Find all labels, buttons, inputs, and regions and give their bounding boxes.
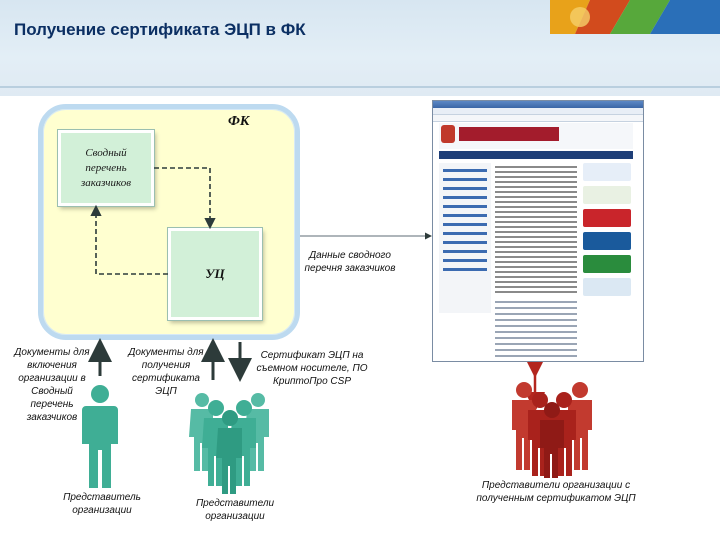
browser-titlebar xyxy=(433,101,643,108)
rep-single-label: Представитель организации xyxy=(63,492,141,516)
rep-group-label: Представители организации xyxy=(195,498,275,522)
person-group-icon xyxy=(189,393,269,494)
site-news-list xyxy=(495,297,577,357)
person-icon xyxy=(82,385,118,488)
person-group-red-icon xyxy=(512,382,592,478)
site-banner-title xyxy=(459,127,559,141)
header-band xyxy=(0,0,720,96)
site-main-text xyxy=(495,163,577,293)
cert-media-label: Сертификат ЭЦП на съемном носителе, ПО К… xyxy=(256,350,368,387)
page-title: Получение сертификата ЭЦП в ФК xyxy=(14,20,306,39)
fk-label: ФК xyxy=(228,114,250,129)
svod-perechen-label: Сводный перечень заказчиков xyxy=(80,146,132,189)
uc-label: УЦ xyxy=(205,266,225,281)
site-sidebar xyxy=(439,163,491,313)
browser-toolbar xyxy=(433,108,643,115)
site-nav xyxy=(439,151,633,159)
svod-perechen-box: Сводный перечень заказчиков xyxy=(57,129,155,207)
data-svod-label: Данные сводного перечня заказчиков xyxy=(304,250,396,274)
docs-certificate-label: Документы для получения сертификата ЭЦП xyxy=(128,347,204,397)
browser-address-bar xyxy=(433,115,643,122)
rep-with-cert-label: Представители организации с полученным с… xyxy=(476,480,636,504)
website-screenshot xyxy=(432,100,644,362)
uc-box: УЦ xyxy=(167,227,263,321)
emblem-icon xyxy=(441,125,455,143)
docs-inclusion-label: Документы для включения организации в Св… xyxy=(14,347,90,423)
header-decoration xyxy=(550,0,720,34)
header-divider xyxy=(0,86,720,88)
site-logos xyxy=(583,163,631,343)
